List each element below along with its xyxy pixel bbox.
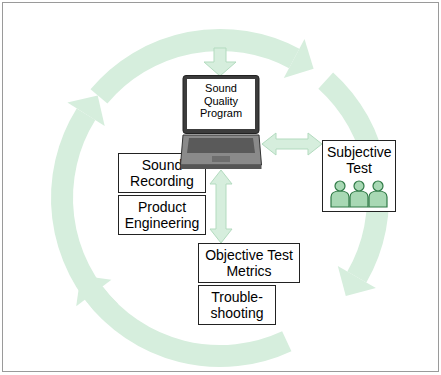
process-box: Subjective Test bbox=[322, 140, 396, 212]
ring-arrowhead bbox=[67, 96, 104, 126]
box-label: Objective Test Metrics bbox=[203, 247, 295, 279]
double-arrow bbox=[262, 133, 322, 155]
process-box: Product Engineering bbox=[118, 195, 206, 235]
process-box: Trouble-shooting bbox=[198, 285, 276, 325]
people-icon bbox=[329, 180, 389, 208]
box-label: Trouble-shooting bbox=[203, 289, 271, 321]
ring-arrowhead bbox=[338, 266, 376, 296]
box-label: Subjective Test bbox=[327, 144, 391, 176]
input-arrow bbox=[204, 48, 236, 76]
frame bbox=[3, 3, 439, 372]
ring-arrowhead bbox=[284, 39, 314, 78]
double-arrow bbox=[210, 170, 232, 243]
laptop-node: Sound Quality Program bbox=[180, 75, 262, 170]
box-label: Product Engineering bbox=[123, 199, 201, 231]
cycle-arrows bbox=[62, 39, 378, 356]
process-box: Objective Test Metrics bbox=[198, 243, 300, 283]
ring-arc bbox=[62, 114, 110, 311]
screen-text: Sound Quality Program bbox=[190, 82, 252, 120]
